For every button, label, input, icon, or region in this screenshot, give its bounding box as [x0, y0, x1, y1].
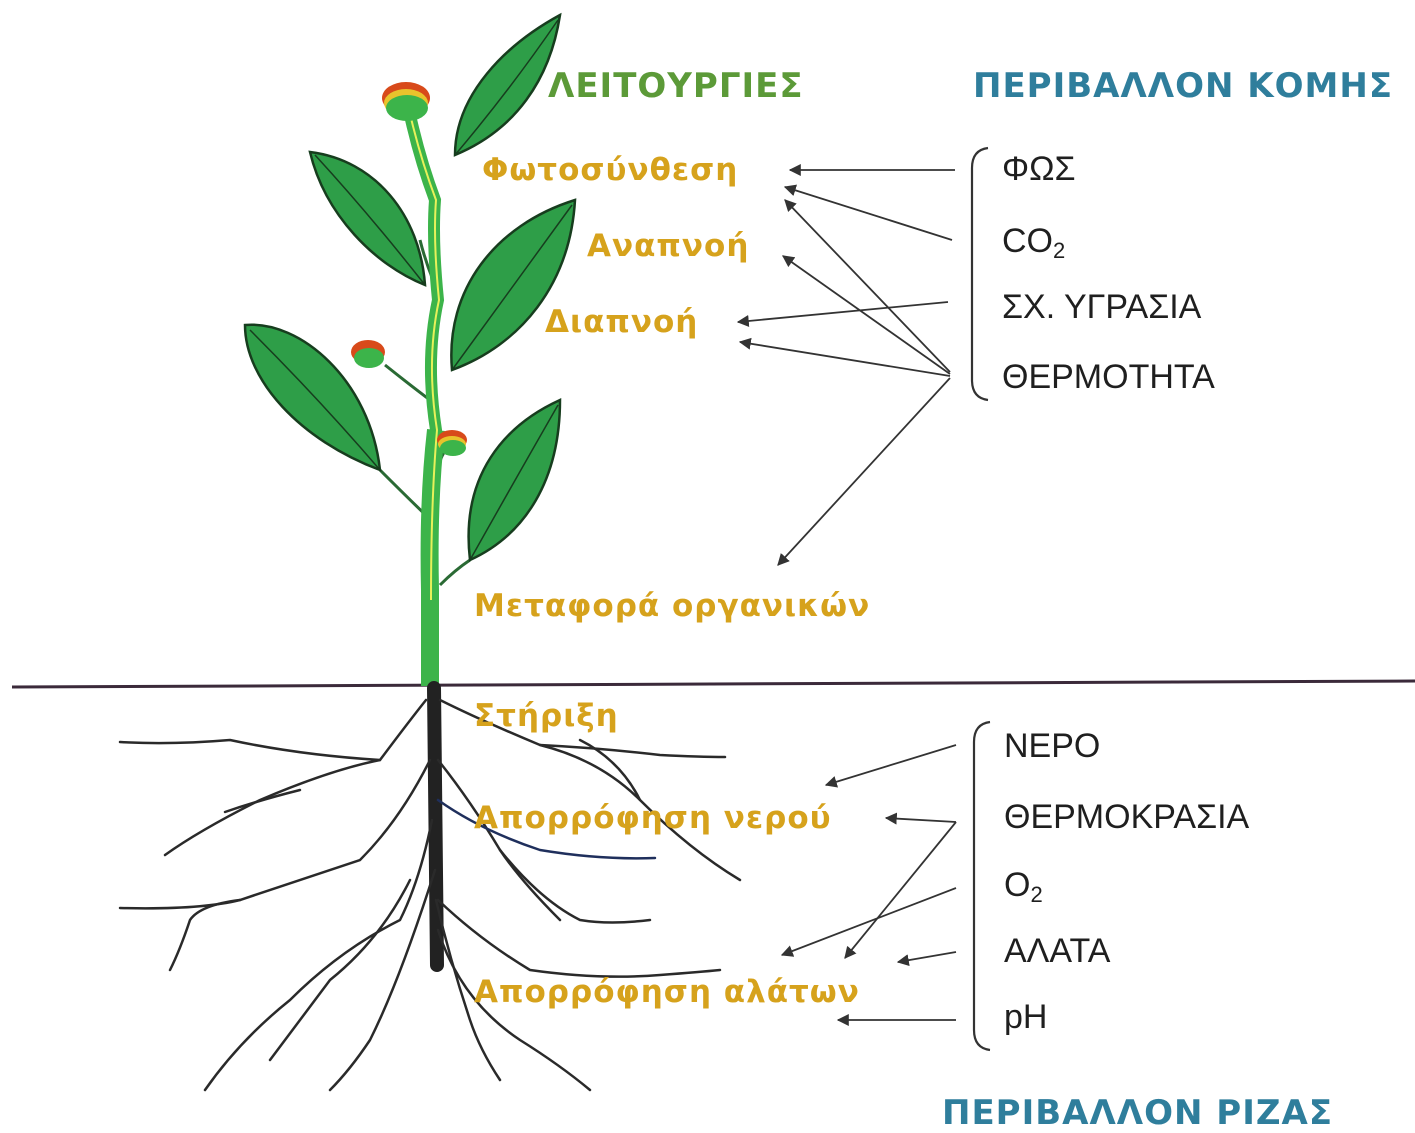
factor-ph: pH [1004, 998, 1047, 1037]
plant-illustration [245, 15, 575, 686]
root-factors-bracket [974, 722, 990, 1050]
factor-heat: ΘΕΡΜΟΤΗΤΑ [1002, 358, 1215, 397]
factor-humidity: ΣΧ. ΥΓΡΑΣΙΑ [1002, 288, 1201, 327]
factor-temperature: ΘΕΡΜΟΚΡΑΣΙΑ [1004, 798, 1249, 837]
o2-base: O [1004, 866, 1030, 904]
function-photosynthesis: Φωτοσύνθεση [482, 152, 738, 188]
root-system [120, 688, 740, 1090]
crown-arrows [738, 170, 955, 565]
factor-o2: O2 [1004, 866, 1043, 908]
leaf [455, 15, 560, 155]
factor-co2: CO2 [1002, 222, 1065, 264]
factor-light: ΦΩΣ [1002, 150, 1076, 189]
flower [382, 82, 430, 121]
function-salt-absorption: Απορρόφηση αλάτων [474, 974, 860, 1010]
function-water-absorption: Απορρόφηση νερού [474, 800, 832, 836]
functions-header: ΛΕΙΤΟΥΡΓΙΕΣ [548, 66, 804, 106]
ground-line [12, 681, 1415, 687]
flower [351, 340, 385, 368]
leaf [310, 152, 425, 285]
crown-environment-header: ΠΕΡΙΒΑΛΛΟΝ ΚΟΜΗΣ [973, 66, 1393, 106]
function-organic-transport: Μεταφορά οργανικών [474, 588, 870, 624]
factor-salts: ΑΛΑΤΑ [1004, 932, 1110, 971]
co2-base: CO [1002, 222, 1053, 260]
function-support: Στήριξη [474, 698, 619, 734]
factor-water: ΝΕΡΟ [1004, 727, 1100, 766]
o2-subscript: 2 [1030, 882, 1042, 907]
function-transpiration: Διαπνοή [545, 304, 698, 340]
root-environment-header: ΠΕΡΙΒΑΛΛΟΝ ΡΙΖΑΣ [942, 1093, 1333, 1133]
crown-factors-bracket [972, 148, 988, 400]
function-respiration: Αναπνοή [587, 228, 749, 264]
co2-subscript: 2 [1053, 238, 1065, 263]
